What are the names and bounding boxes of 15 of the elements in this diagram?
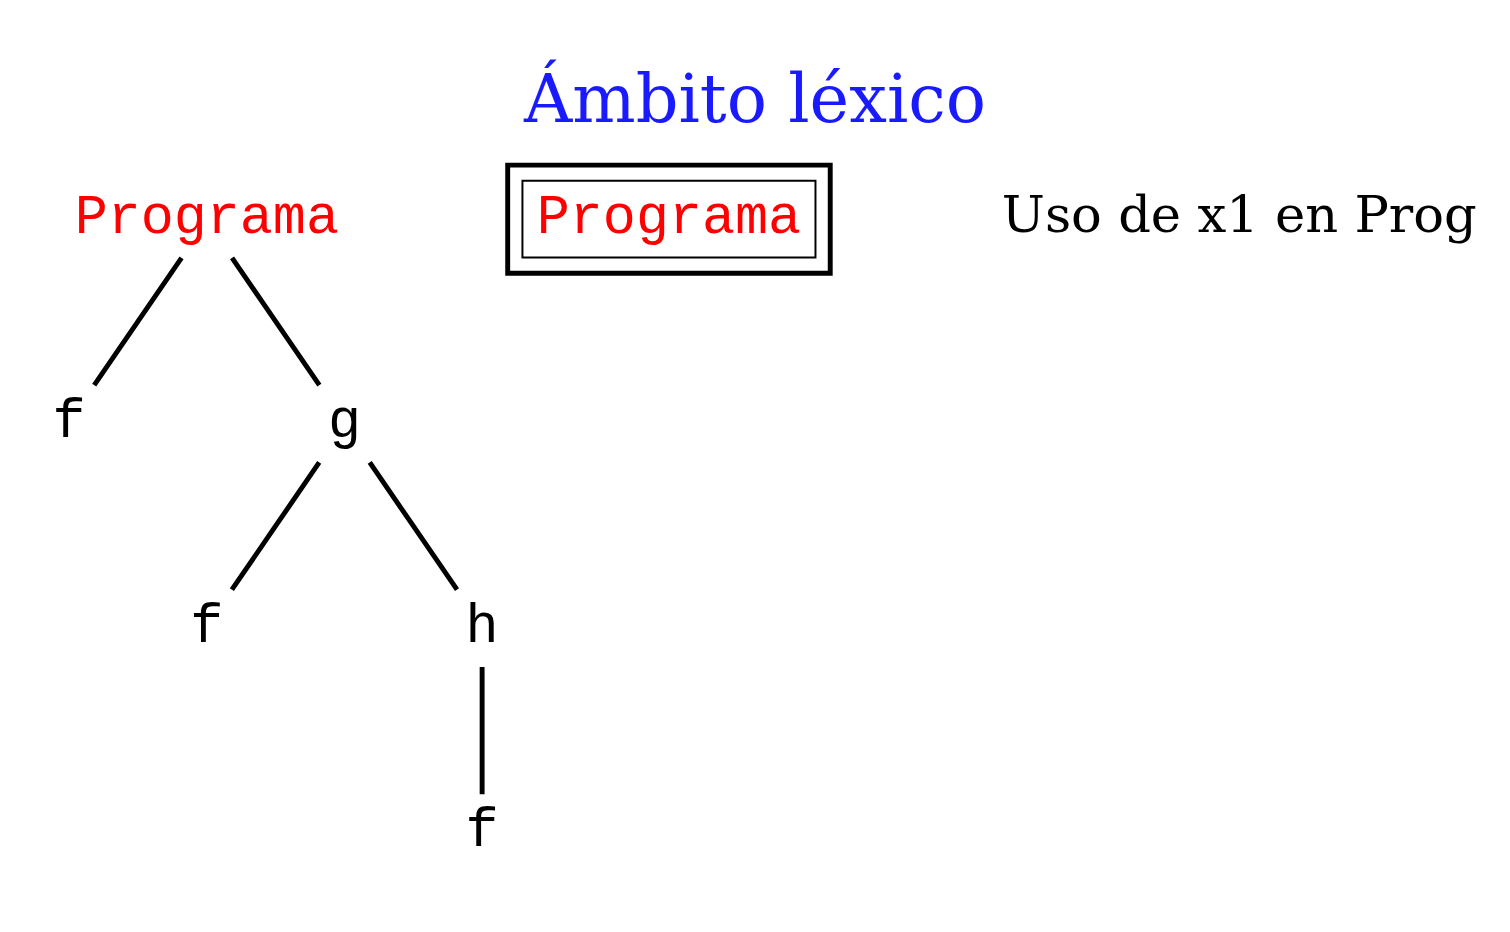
connector bbox=[229, 461, 322, 592]
node-text: f bbox=[465, 800, 499, 864]
connector bbox=[230, 256, 322, 387]
cluster bbox=[505, 162, 833, 276]
node-text: f bbox=[52, 391, 86, 455]
node-text: h bbox=[465, 595, 499, 659]
node-text: f bbox=[190, 595, 224, 659]
connector bbox=[92, 256, 184, 387]
label: Uso de x1 en Prog bbox=[1001, 184, 1477, 244]
node-box: Programa bbox=[521, 179, 817, 259]
node-text: g bbox=[327, 391, 361, 455]
node-text: Programa bbox=[74, 186, 339, 250]
connector bbox=[479, 667, 485, 795]
diagram-title: Ámbito léxico bbox=[524, 60, 986, 139]
connector bbox=[367, 461, 460, 592]
